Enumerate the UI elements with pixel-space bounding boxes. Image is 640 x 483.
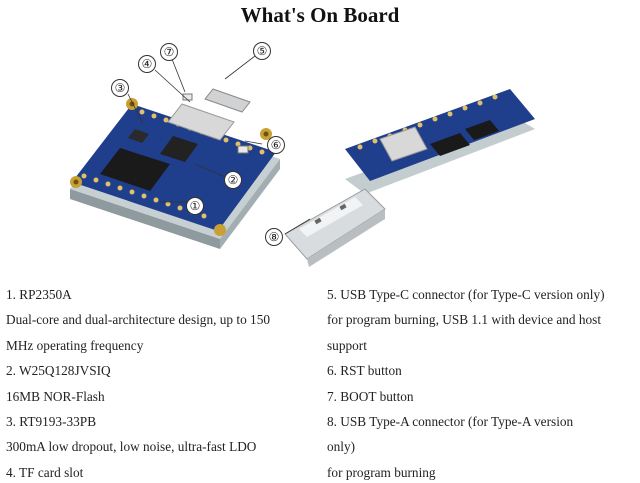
spec-line: 7. BOOT button: [327, 388, 414, 404]
spec-line: MHz operating frequency: [6, 337, 144, 353]
callout-1: ①: [186, 197, 204, 215]
spec-line: Dual-core and dual-architecture design, …: [6, 312, 270, 328]
spec-line: 1. RP2350A: [6, 287, 72, 302]
type-c-board: [70, 88, 280, 249]
spec-line: 8. USB Type-A connector (for Type-A vers…: [327, 414, 574, 430]
callout-8: ⑧: [265, 228, 283, 246]
spec-line: for program burning: [327, 464, 436, 480]
board-illustration: [70, 53, 535, 267]
page-title: What's On Board: [240, 3, 400, 27]
spec-line: 16MB NOR-Flash: [6, 388, 105, 404]
callout-7: ⑦: [160, 43, 178, 61]
callout-4: ④: [138, 55, 156, 73]
callout-6: ⑥: [267, 136, 285, 154]
spec-line: 6. RST button: [327, 363, 402, 379]
callout-2: ②: [224, 171, 242, 189]
type-a-board: [284, 89, 535, 267]
spec-line: 2. W25Q128JVSIQ: [6, 363, 111, 379]
specs-left-column: 1. RP2350A Dual-core and dual-architectu…: [6, 282, 316, 483]
spec-line: support: [327, 337, 367, 353]
specs-right-column: 5. USB Type-C connector (for Type-C vers…: [327, 282, 639, 483]
callout-3: ③: [111, 79, 129, 97]
spec-line: for program burning, USB 1.1 with device…: [327, 312, 602, 328]
spec-line: 4. TF card slot: [6, 464, 84, 480]
spec-line: 300mA low dropout, low noise, ultra-fast…: [6, 439, 257, 455]
product-photo: ① ② ③ ④ ⑤ ⑥ ⑦ ⑧: [0, 34, 640, 274]
spec-line: only): [327, 439, 356, 455]
callout-5: ⑤: [253, 42, 271, 60]
spec-line: 3. RT9193-33PB: [6, 414, 97, 430]
spec-line: 5. USB Type-C connector (for Type-C vers…: [327, 287, 605, 302]
